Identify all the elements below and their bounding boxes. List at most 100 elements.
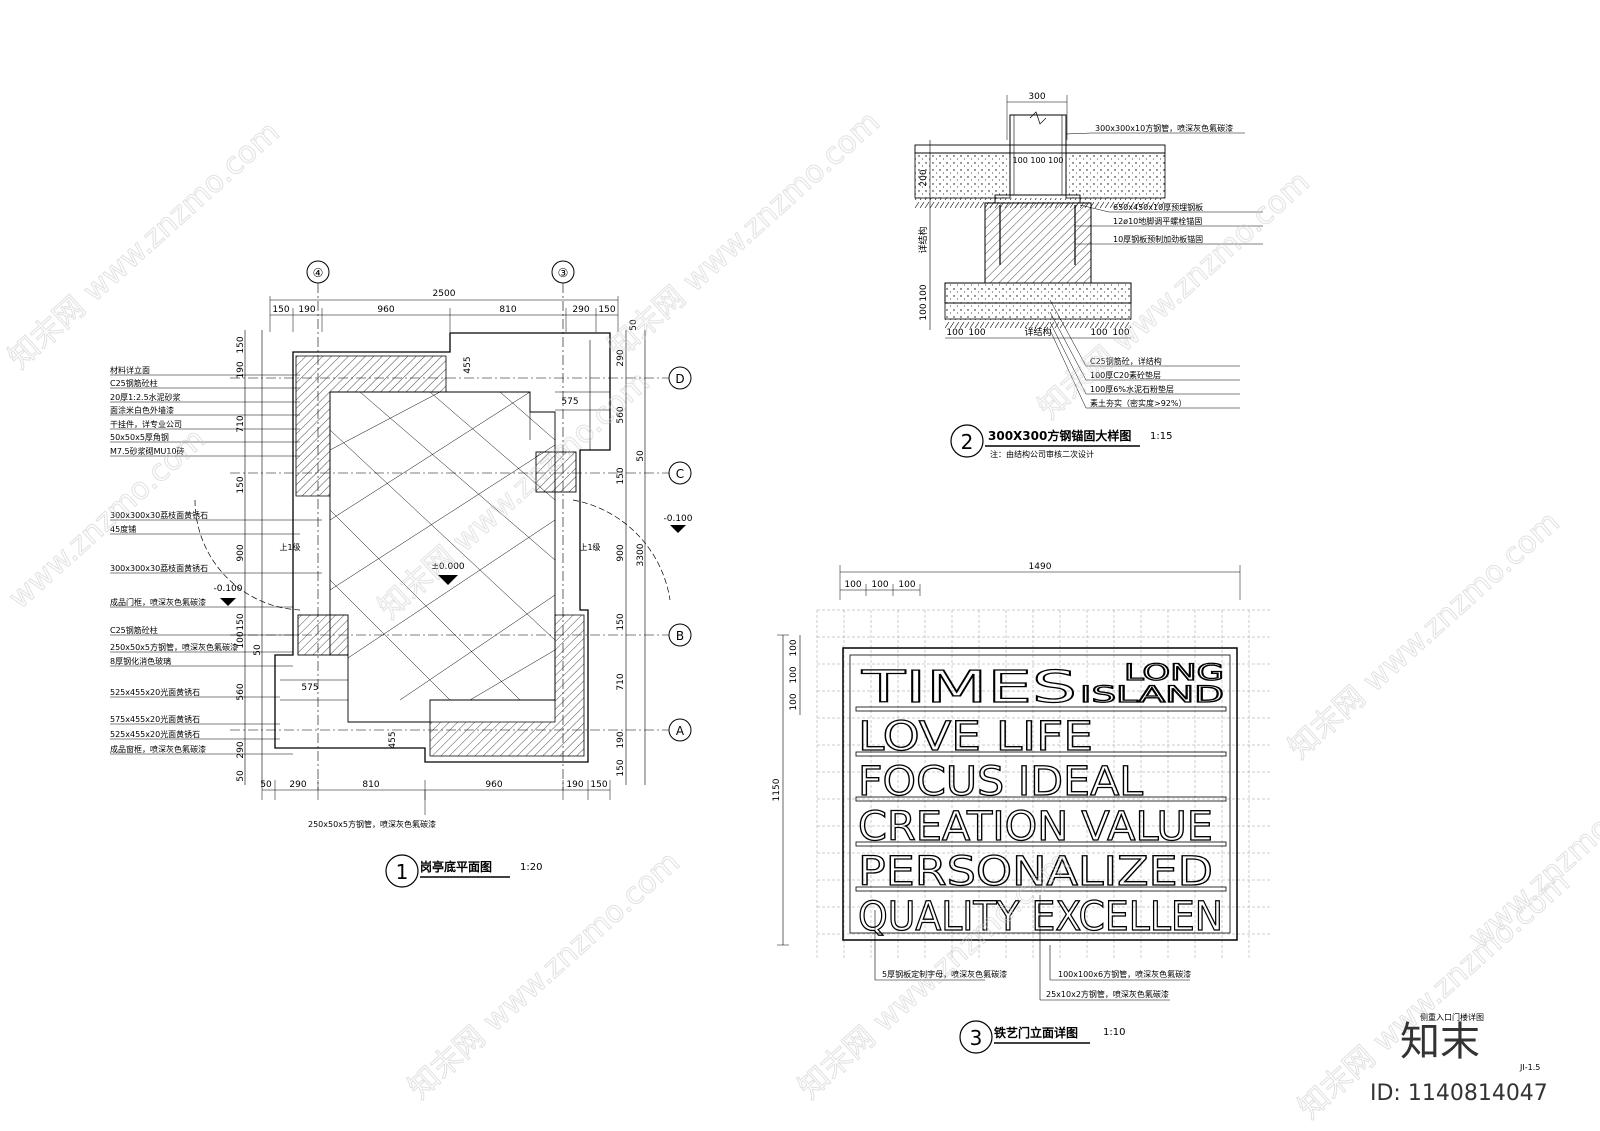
plan-leader-label: M7.5砂浆砌MU10砖	[110, 446, 185, 456]
svg-text:100: 100	[946, 328, 963, 338]
plan-leader-label: C25钢筋砼柱	[110, 378, 158, 388]
svg-text:1:10: 1:10	[1103, 1027, 1125, 1038]
plan-leader-label: 45度铺	[110, 524, 136, 534]
svg-text:www.znzmo.com: www.znzmo.com	[476, 845, 686, 1039]
svg-text:详结构: 详结构	[1024, 326, 1051, 338]
svg-text:1:15: 1:15	[1150, 431, 1172, 442]
svg-text:上1级: 上1级	[579, 542, 600, 552]
svg-text:960: 960	[377, 305, 394, 315]
plan-leader-label: 250x50x5方钢管，喷深灰色氟碳漆	[110, 642, 238, 652]
anchor-leader-label: 300x300x10方钢管，喷深灰色氟碳漆	[1095, 123, 1233, 133]
anchor-leader-line	[1049, 321, 1240, 395]
plan-leader-label: 材料详立面	[110, 365, 150, 375]
gate-text-line4: PERSONALIZED	[858, 849, 1213, 895]
svg-text:100: 100	[844, 580, 861, 590]
svg-text:150: 150	[616, 613, 626, 630]
plan-title: 1 岗亭底平面图 1:20	[385, 854, 542, 888]
svg-text:100: 100	[1090, 328, 1107, 338]
anchor-leader-label: 10厚钢板预制加劲板锚固	[1113, 234, 1203, 244]
svg-text:3: 3	[970, 1026, 983, 1050]
plan-leader-label: C25钢筋砼柱	[110, 625, 158, 635]
svg-text:B: B	[676, 629, 684, 643]
svg-text:知末网: 知末网	[1032, 340, 1122, 426]
anchor-title: 2 300X300方钢锚固大样图 1:15 注：由结构公司审核二次设计	[950, 424, 1172, 459]
svg-text:150: 150	[590, 780, 607, 790]
svg-text:C: C	[676, 467, 684, 481]
plan-leader-label: 300x300x30荔枝面黄锈石	[110, 510, 208, 520]
svg-text:455: 455	[463, 356, 473, 373]
image-id: ID: 1140814047	[1370, 1081, 1548, 1106]
svg-text:290: 290	[616, 349, 626, 366]
gate-grid	[816, 609, 1270, 960]
svg-text:5厚钢板定制字母，喷深灰色氟碳漆: 5厚钢板定制字母，喷深灰色氟碳漆	[882, 969, 1007, 979]
svg-text:50: 50	[253, 644, 263, 656]
svg-text:810: 810	[362, 780, 379, 790]
svg-text:190: 190	[236, 361, 246, 378]
anchor-detail: 300 100 100 100 200 详结构 100 100 100 100 …	[914, 92, 1263, 459]
svg-text:-0.100: -0.100	[213, 584, 242, 594]
svg-text:www.znzmo.com: www.znzmo.com	[76, 115, 286, 309]
svg-text:290: 290	[236, 741, 246, 758]
anchor-labels: 300x300x10方钢管，喷深灰色氟碳漆650x450x10厚预埋钢板12ø1…	[1049, 123, 1263, 409]
svg-text:③: ③	[558, 266, 569, 280]
svg-text:50: 50	[260, 780, 272, 790]
svg-text:岗亭底平面图: 岗亭底平面图	[420, 859, 492, 874]
plan-right-dims: 50 290 560 50 150 900 150 710 190 150 33…	[616, 319, 646, 785]
plan-leader-label: 成品窗框，喷深灰色氟碳漆	[110, 744, 206, 754]
svg-text:知末网: 知末网	[1282, 680, 1372, 766]
svg-text:560: 560	[236, 683, 246, 700]
svg-text:900: 900	[236, 544, 246, 561]
svg-text:150: 150	[616, 759, 626, 776]
gate-text-line3: CREATION VALUE	[858, 804, 1213, 850]
svg-text:300: 300	[1028, 92, 1045, 102]
svg-text:100: 100	[236, 631, 246, 648]
svg-text:2: 2	[961, 430, 974, 454]
svg-text:200: 200	[919, 169, 929, 186]
svg-text:www.znzmo.com: www.znzmo.com	[1356, 505, 1566, 699]
brand-logo: 知末	[1400, 1019, 1480, 1065]
plan-body: 575 455 575 455 ±0.000 -0.100 -0.100 上1级…	[194, 332, 693, 763]
gate-text-line2: FOCUS IDEAL	[858, 759, 1144, 805]
anchor-leader-label: 100厚C20素砼垫层	[1090, 370, 1161, 380]
anchor-leader-line	[1049, 311, 1240, 381]
svg-text:铁艺门立面详图: 铁艺门立面详图	[994, 1025, 1078, 1040]
plan-leader-label: 50x50x5厚角钢	[110, 432, 169, 442]
plan-leader-label: 干挂件，详专业公司	[110, 419, 182, 429]
svg-text:1:20: 1:20	[520, 862, 542, 873]
svg-text:710: 710	[236, 415, 246, 432]
svg-text:190: 190	[616, 731, 626, 748]
svg-text:150: 150	[616, 467, 626, 484]
svg-text:100 100 100: 100 100 100	[1013, 156, 1064, 165]
gate-text-line1: LOVE LIFE	[858, 714, 1093, 760]
svg-text:知末网: 知末网	[1292, 1040, 1382, 1126]
plan-left-dims: 150 190 710 150 900 150 100 50 560 290 5…	[236, 330, 263, 785]
svg-text:710: 710	[616, 673, 626, 690]
svg-text:知末网: 知末网	[2, 290, 92, 376]
svg-text:100: 100	[871, 580, 888, 590]
gate-text-line5: QUALITY EXCELLEN	[858, 894, 1223, 940]
svg-text:150: 150	[236, 336, 246, 353]
svg-text:www.znzmo.com: www.znzmo.com	[446, 365, 656, 559]
svg-text:±0.000: ±0.000	[431, 562, 465, 572]
svg-text:900: 900	[616, 544, 626, 561]
plan-top-dims: 2500 150 190 960 810 290 150	[269, 289, 619, 332]
svg-text:100: 100	[968, 328, 985, 338]
svg-text:④: ④	[313, 266, 324, 280]
svg-text:上1级: 上1级	[279, 542, 300, 552]
gate-elevation: 1490 100 100 100 1150 100 100 100 TIMES …	[772, 562, 1270, 1054]
svg-text:150: 150	[236, 613, 246, 630]
svg-text:25x10x2方钢管，喷深灰色氟碳漆: 25x10x2方钢管，喷深灰色氟碳漆	[1046, 989, 1169, 999]
anchor-leader-line	[1049, 299, 1240, 367]
svg-text:190: 190	[298, 305, 315, 315]
svg-text:250x50x5方钢管，喷深灰色氟碳漆: 250x50x5方钢管，喷深灰色氟碳漆	[308, 819, 436, 829]
svg-text:50: 50	[629, 319, 639, 331]
svg-text:1150: 1150	[772, 778, 782, 801]
svg-text:知末网: 知末网	[602, 280, 692, 366]
svg-text:300X300方钢锚固大样图: 300X300方钢锚固大样图	[988, 428, 1131, 443]
svg-text:190: 190	[566, 780, 583, 790]
plan-leader-label: 面涂米白色外墙漆	[110, 405, 174, 415]
plan-leader-label: 20厚1:2.5水泥砂浆	[110, 392, 181, 402]
svg-text:-0.100: -0.100	[663, 514, 692, 524]
svg-text:100: 100	[919, 284, 929, 301]
